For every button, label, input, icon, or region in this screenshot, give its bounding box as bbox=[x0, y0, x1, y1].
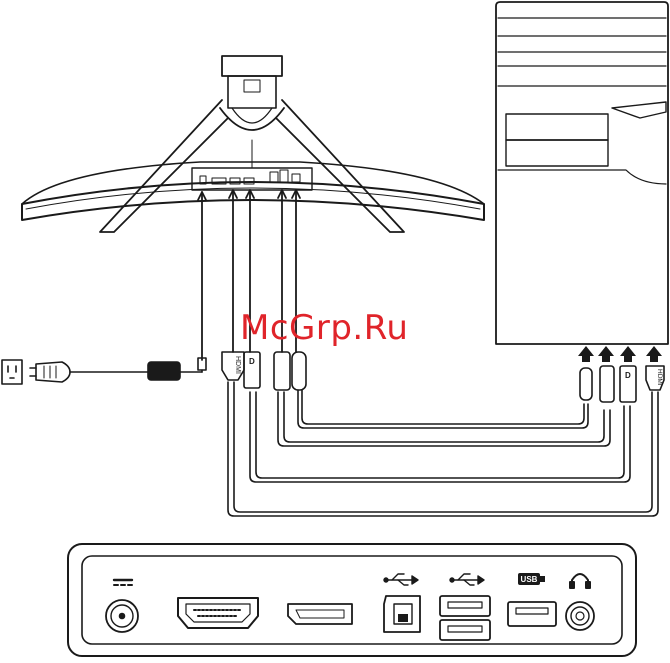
dc-power-port bbox=[106, 600, 138, 632]
usb-a-port-upper bbox=[440, 596, 490, 616]
arrow-up-icon bbox=[578, 346, 594, 362]
usb-trident-icon bbox=[450, 574, 484, 585]
arrow-up-icon bbox=[646, 346, 662, 362]
displayport-pc-label: D bbox=[625, 371, 631, 380]
cable-loops bbox=[228, 382, 658, 516]
hdmi-monitor-label: HDMI bbox=[234, 356, 241, 374]
pc-tower bbox=[496, 2, 668, 344]
headphone-port bbox=[566, 602, 594, 630]
arrow-up-icon bbox=[598, 346, 614, 362]
headphone-icon bbox=[570, 574, 590, 588]
arrow-up-icon bbox=[620, 346, 636, 362]
monitor-rear bbox=[22, 56, 484, 232]
hdmi-pc-label: HDMI bbox=[656, 369, 663, 386]
usb-a-port-lower bbox=[440, 620, 490, 640]
arrow-up-icons bbox=[578, 346, 662, 362]
hdmi-port bbox=[178, 598, 258, 628]
power-adapter bbox=[148, 362, 180, 380]
watermark: McGrp.Ru bbox=[240, 308, 408, 348]
power-cable bbox=[70, 362, 202, 380]
usb-charge-label: USB bbox=[521, 575, 538, 584]
usb-a-charging-port bbox=[508, 602, 556, 626]
port-panel: USB bbox=[68, 544, 636, 656]
usb-trident-icon bbox=[384, 574, 418, 585]
usb-b-port bbox=[384, 596, 420, 632]
usb-b-connector bbox=[274, 352, 290, 390]
displayport-monitor-label: D bbox=[249, 357, 255, 366]
usb-charge-icon: USB bbox=[518, 573, 545, 585]
ac-outlet-icon bbox=[2, 360, 22, 384]
usb-c-connector bbox=[292, 352, 306, 390]
displayport-port bbox=[288, 604, 352, 624]
power-plug-icon bbox=[30, 362, 70, 382]
dc-power-icon bbox=[114, 580, 132, 585]
